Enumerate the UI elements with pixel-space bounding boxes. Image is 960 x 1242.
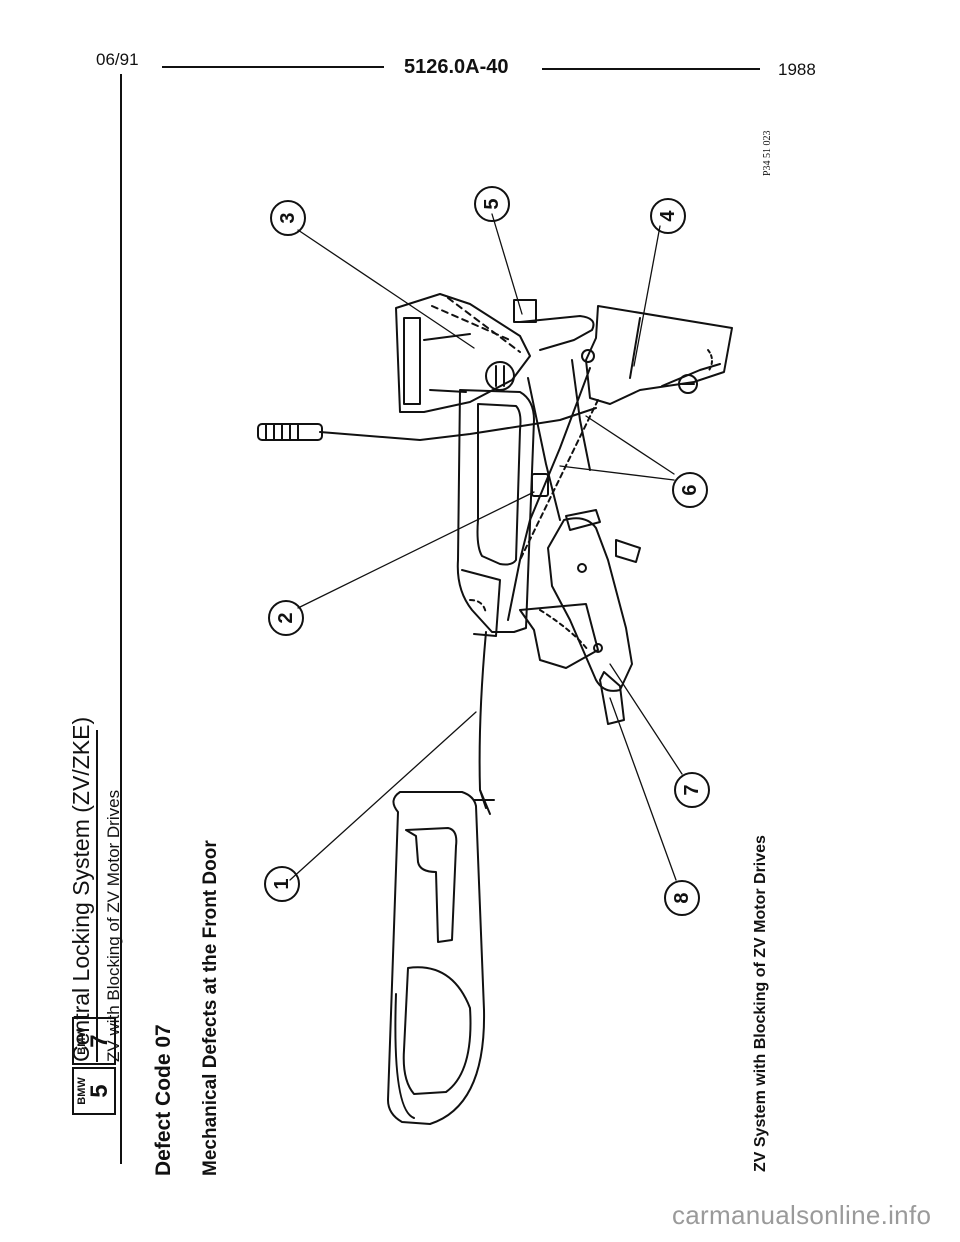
header-bar: 06/91 5126.0A-40 1988 <box>0 0 960 90</box>
rod-6b <box>507 367 591 621</box>
inner-handle-frame <box>456 389 535 637</box>
upper-bracket <box>513 299 595 351</box>
left-vertical-rule <box>120 74 122 1164</box>
lock-cylinder <box>519 509 641 725</box>
lock-housing <box>395 293 531 413</box>
header-year: 1988 <box>778 60 816 79</box>
header-rule-right <box>542 68 760 70</box>
callout-number: 4 <box>656 210 679 222</box>
door-trim-panel <box>387 791 486 1125</box>
motor-drive-box <box>581 305 733 405</box>
callout-2: 2 <box>268 600 304 636</box>
callout-8: 8 <box>664 880 700 916</box>
header-date: 06/91 <box>96 50 139 69</box>
title-underline <box>96 730 98 1062</box>
callout-number: 7 <box>680 784 703 796</box>
callout-number: 5 <box>480 198 503 210</box>
callout-6: 6 <box>672 472 708 508</box>
callout-leaders <box>289 213 683 881</box>
callout-5: 5 <box>474 186 510 222</box>
callout-1: 1 <box>264 866 300 902</box>
callout-number: 8 <box>670 892 693 904</box>
outer-handle-rod <box>319 407 597 441</box>
header-doc-number: 5126.0A-40 <box>404 56 509 78</box>
rod-1 <box>478 631 487 809</box>
header-rule-left <box>162 66 384 68</box>
callout-7: 7 <box>674 772 710 808</box>
rod-clip <box>531 473 549 497</box>
callout-4: 4 <box>650 198 686 234</box>
callout-number: 2 <box>274 612 297 624</box>
watermark: carmanualsonline.info <box>672 1200 932 1230</box>
callout-3: 3 <box>270 200 306 236</box>
callout-number: 3 <box>276 212 299 224</box>
callout-number: 6 <box>678 484 701 496</box>
callout-number: 1 <box>270 878 293 890</box>
rod-6a <box>527 377 561 521</box>
